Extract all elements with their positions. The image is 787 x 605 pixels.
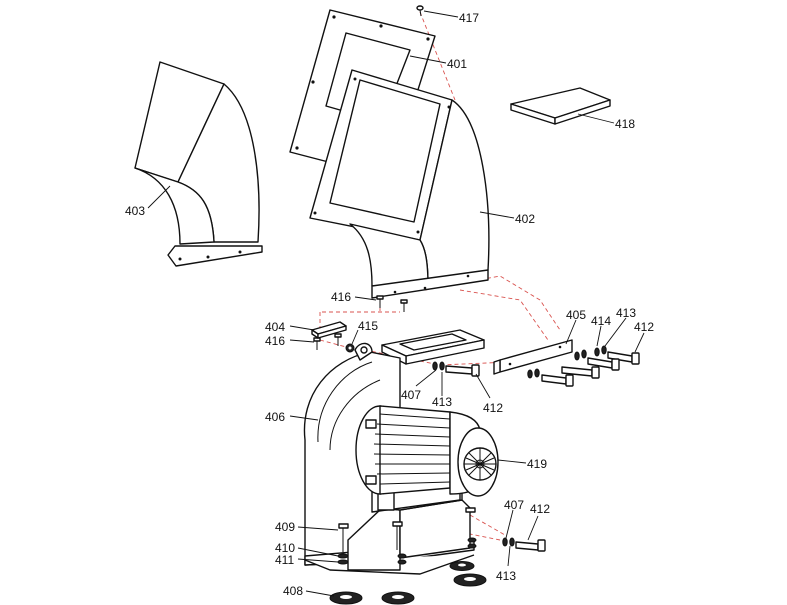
callout-416-upper: 416: [331, 290, 351, 304]
callout-402: 402: [515, 212, 535, 226]
part-419-motor: [355, 405, 499, 497]
callout-406: 406: [265, 410, 285, 424]
part-405-bracket: [493, 339, 573, 375]
callout-404: 404: [265, 320, 285, 334]
callout-412-center: 412: [483, 401, 503, 415]
part-417-screw: [416, 5, 424, 17]
callout-412-upper: 412: [634, 320, 654, 334]
callout-405: 405: [566, 308, 586, 322]
part-415-nut: [345, 343, 355, 353]
part-402-outlet-duct: [309, 69, 490, 299]
callout-409: 409: [275, 520, 295, 534]
callout-403: 403: [125, 204, 145, 218]
callout-414: 414: [591, 314, 611, 328]
callout-413-lower: 413: [496, 569, 516, 583]
part-403-elbow-duct: [134, 61, 263, 267]
part-408-feet: [329, 561, 487, 605]
leader-lines: [147, 10, 645, 597]
callout-401: 401: [447, 57, 467, 71]
callout-418: 418: [615, 117, 635, 131]
bolt-set-center: [432, 361, 480, 377]
motor-cooling-fins: [373, 413, 451, 485]
callout-416-lower: 416: [265, 334, 285, 348]
base-bolts-left: [337, 507, 477, 565]
callout-417: 417: [459, 11, 479, 25]
bolt-set-lower-right: [502, 537, 546, 552]
motor-fan-grille: [464, 448, 496, 480]
bolt-set-upper-right: [527, 345, 640, 387]
callout-407-lower: 407: [504, 498, 524, 512]
callout-419: 419: [527, 457, 547, 471]
callout-408: 408: [283, 584, 303, 598]
part-418-cover-plate: [510, 87, 611, 125]
callout-412-lower: 412: [530, 502, 550, 516]
callout-407-center: 407: [401, 388, 421, 402]
callout-410: 410: [275, 541, 295, 555]
part-404-bar: [311, 321, 347, 339]
callout-413-upper: 413: [616, 306, 636, 320]
callout-labels: 417 401 418 403 402 416 404 415 416 405 …: [125, 11, 654, 598]
callout-415: 415: [358, 319, 378, 333]
callout-413-center: 413: [432, 395, 452, 409]
callout-411: 411: [275, 553, 294, 567]
